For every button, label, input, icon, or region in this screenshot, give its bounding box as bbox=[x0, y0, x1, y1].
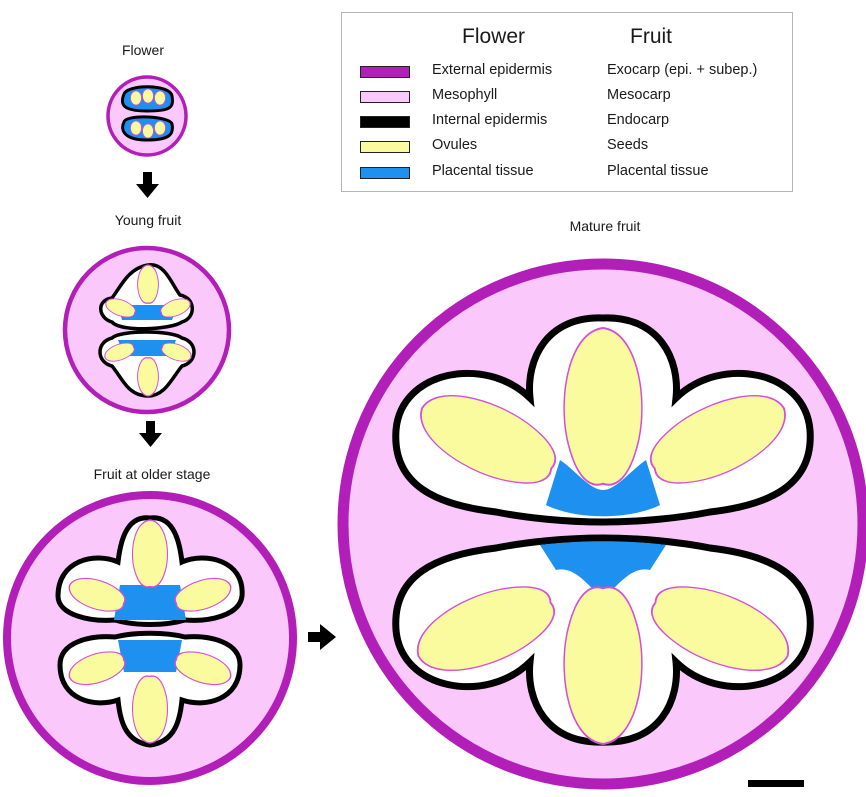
older-fruit-cross-section bbox=[7, 495, 293, 781]
mature-seed bbox=[564, 328, 642, 485]
scale-bar bbox=[748, 780, 804, 787]
arrow-older-to-mature bbox=[308, 624, 336, 650]
flower-lower-locule bbox=[123, 117, 173, 140]
arrow-flower-to-young bbox=[136, 172, 159, 198]
older-seed bbox=[132, 676, 167, 743]
mature-seed bbox=[564, 587, 642, 744]
arrow-young-to-older bbox=[139, 421, 162, 447]
flower-cross-section bbox=[108, 77, 186, 155]
mature-fruit-cross-section bbox=[343, 264, 863, 784]
young-seed bbox=[138, 358, 159, 396]
young-fruit-cross-section bbox=[65, 248, 229, 412]
young-seed bbox=[138, 265, 159, 303]
flower-upper-locule bbox=[122, 87, 172, 111]
older-seed bbox=[132, 520, 167, 587]
